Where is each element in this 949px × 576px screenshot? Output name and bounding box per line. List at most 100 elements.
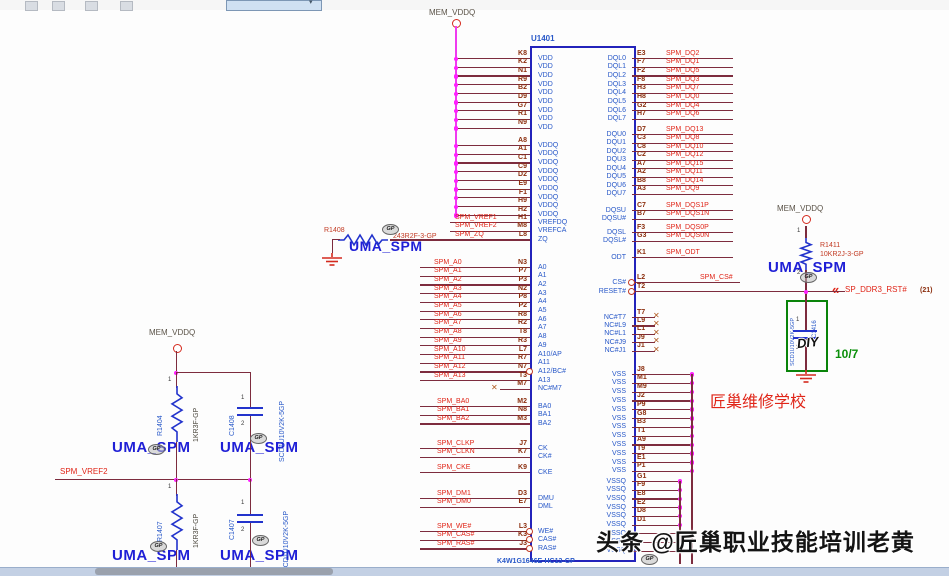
pin-name: A13 [538, 376, 551, 384]
net-label: SPM_RAS# [437, 539, 475, 547]
toolbar-icon[interactable] [120, 1, 133, 11]
junction-dot [453, 169, 458, 175]
wire [805, 339, 807, 370]
junction-dot [453, 91, 458, 96]
wire [632, 75, 733, 77]
pin-name: RAS# [538, 544, 557, 552]
wire [420, 275, 530, 277]
net-label: SPM_DQ8 [666, 134, 700, 141]
wire [450, 222, 530, 224]
pin2-marker: 2 [797, 270, 801, 276]
net-label: SPM_A11 [434, 354, 465, 362]
pin-number: A7 [637, 159, 646, 167]
net-label: SPM_CLKP [437, 439, 475, 447]
wire [805, 270, 807, 331]
c1407-value: SCD1U10V2K-5GP [283, 510, 290, 572]
pin-name: NC#L1 [604, 330, 626, 338]
pin-name: VSSQ [606, 494, 626, 502]
wire [632, 333, 655, 335]
wire [456, 75, 530, 77]
pin-number: A2 [637, 168, 646, 175]
pin-number: F3 [637, 223, 646, 231]
pin-number: M7 [517, 380, 527, 388]
pin-number: L7 [518, 345, 527, 353]
r1404-value: 1KR3F-GP [193, 407, 200, 442]
toolbar-icon[interactable] [25, 1, 38, 11]
pin-name: DQL6 [607, 106, 626, 114]
horizontal-scrollbar[interactable] [0, 567, 949, 576]
power-node-icon [452, 19, 461, 28]
scrollbar-thumb[interactable] [95, 568, 333, 575]
pin-number: H3 [637, 84, 646, 92]
pin-number: T9 [637, 444, 646, 452]
capacitor-icon [237, 514, 263, 516]
pin-name: DMU [538, 494, 554, 502]
resistor-icon [170, 494, 184, 550]
pin-number: N7 [518, 362, 527, 370]
wire [632, 444, 692, 446]
inversion-bubble [525, 544, 533, 552]
wire [420, 423, 530, 425]
pin-number: M9 [637, 383, 647, 391]
junction-dot [453, 100, 458, 105]
pin1-marker: 1 [797, 228, 801, 234]
address-dropdown[interactable] [226, 0, 322, 11]
pin-number: N8 [518, 406, 527, 414]
junction-dot [453, 56, 458, 62]
junction-dot [453, 178, 458, 183]
capacitor-icon [793, 337, 817, 339]
net-label: SPM_CKE [437, 463, 471, 471]
junction-dot [453, 82, 458, 88]
wire [805, 226, 807, 238]
net-label: SPM_DQ7 [666, 84, 700, 92]
pin-name: VSS [611, 449, 626, 457]
net-label: SPM_DQ1 [666, 58, 700, 66]
pin-name: VSS [611, 458, 626, 466]
pin-name: DQL5 [607, 98, 626, 105]
net-label: SPM_DQ14 [666, 176, 704, 184]
memory-ic-body[interactable] [530, 46, 636, 562]
pin-number: J3 [519, 539, 527, 547]
capacitor-icon [237, 521, 263, 523]
net-label: SPM_A13 [434, 371, 466, 379]
inversion-bubble [627, 278, 635, 286]
net-label: SPM_DM0 [437, 498, 471, 506]
junction-dot [453, 196, 458, 201]
pin-name: VDD [538, 54, 553, 62]
toolbar-icon[interactable] [52, 1, 65, 11]
pin-number: F7 [637, 58, 646, 66]
pin-name: NC#T7 [603, 313, 626, 321]
junction-dot [453, 117, 458, 123]
pin-number: C9 [518, 162, 527, 170]
pin-name: VSSQ [606, 538, 626, 546]
net-label-spm-vref2: SPM_VREF2 [60, 467, 108, 476]
net-label: SPM_CAS# [437, 531, 475, 539]
pin-number: J1 [637, 342, 645, 350]
pin-name: NC#J1 [604, 347, 626, 355]
pin1-marker: 1 [796, 317, 800, 323]
net-label: SPM_BA2 [437, 414, 470, 422]
pin-number: H8 [637, 93, 646, 100]
net-label: SPM_DQS1P [666, 201, 709, 209]
pin-number: M1 [637, 374, 647, 382]
wire [632, 481, 680, 483]
offpage-connector-icon: « [832, 282, 840, 297]
wire [632, 507, 680, 509]
wire [249, 479, 251, 514]
net-label: SPM_WE# [437, 522, 472, 530]
toolbar-icon[interactable] [85, 1, 98, 11]
resistor-icon [798, 238, 814, 270]
wire [632, 185, 733, 187]
net-label: SPM_DQS0N [666, 232, 710, 239]
pin-number: A3 [637, 185, 646, 192]
wire [632, 382, 692, 384]
pin-number: C7 [637, 201, 646, 209]
wire [390, 239, 530, 241]
pin-number: M3 [517, 414, 527, 422]
pin-number: R9 [518, 75, 527, 83]
wire [456, 66, 530, 68]
wire [420, 472, 530, 474]
pin-number: P2 [518, 302, 527, 309]
pin1-marker: 1 [168, 484, 172, 490]
